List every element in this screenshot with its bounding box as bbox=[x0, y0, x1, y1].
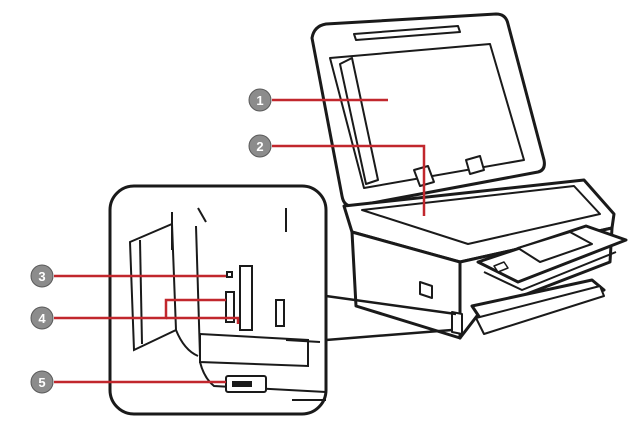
printer-illustration bbox=[310, 12, 628, 340]
usb-port-inner bbox=[232, 381, 252, 387]
document-mat bbox=[329, 43, 525, 189]
front-side-port bbox=[419, 281, 433, 299]
callout-5: 5 bbox=[30, 370, 54, 394]
callout-circle bbox=[248, 88, 272, 112]
memory-slot-area bbox=[451, 311, 463, 335]
callout-number: 4 bbox=[38, 311, 46, 326]
lid-hinge-right bbox=[465, 155, 485, 175]
lid-handle bbox=[353, 25, 461, 41]
leader-line-4b bbox=[166, 316, 240, 324]
leader-lines bbox=[54, 98, 426, 384]
leader-line-4a bbox=[54, 298, 226, 320]
inset-lower-body bbox=[199, 332, 309, 368]
memory-card-slot-large bbox=[239, 265, 253, 331]
panel-lower-edge bbox=[483, 251, 617, 291]
callout-4: 4 bbox=[30, 306, 54, 330]
inset-side-tab bbox=[275, 299, 285, 327]
callout-number: 2 bbox=[256, 139, 263, 154]
callout-1: 1 bbox=[248, 88, 272, 112]
callout-number: 1 bbox=[256, 93, 263, 108]
memory-card-indicator bbox=[226, 271, 233, 278]
leader-line-2 bbox=[272, 144, 426, 216]
callout-circle bbox=[248, 134, 272, 158]
output-tray-extension bbox=[475, 285, 605, 335]
inset-detail bbox=[108, 184, 328, 416]
inset-cover-flap bbox=[128, 222, 178, 352]
memory-card-slot-small bbox=[225, 291, 235, 323]
lid-ridge bbox=[339, 57, 379, 185]
callout-3: 3 bbox=[30, 264, 54, 288]
callout-circle bbox=[30, 370, 54, 394]
callout-2: 2 bbox=[248, 134, 272, 158]
callout-number: 5 bbox=[38, 375, 45, 390]
zoom-lines bbox=[325, 294, 457, 342]
callout-circle bbox=[30, 306, 54, 330]
callout-circle bbox=[30, 264, 54, 288]
scanner-glass bbox=[361, 185, 601, 245]
panel-home-button bbox=[493, 261, 509, 273]
callout-number: 3 bbox=[38, 269, 45, 284]
panel-screen bbox=[517, 231, 593, 263]
